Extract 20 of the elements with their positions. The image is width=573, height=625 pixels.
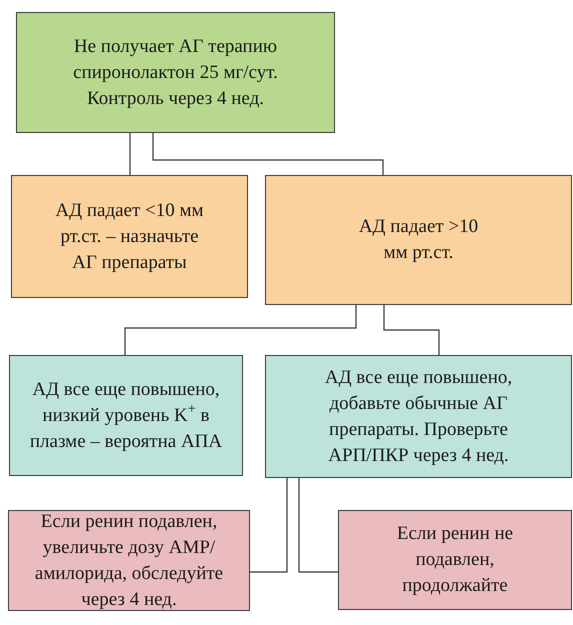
box-text: АД падает >10 мм рт.ст. (358, 215, 480, 265)
box-text: Если ренин не подавлен, продолжайте (396, 522, 514, 598)
connector-line (250, 478, 288, 573)
process-box (11, 175, 248, 298)
connector-line (383, 305, 440, 355)
box-text: Не получает АГ терапию спиронолактон 25 мг/сут. Контроль через 4 нед. (72, 34, 279, 110)
process-box (8, 510, 250, 611)
box-text: АД все еще повышено, низкий уровень K$^{+}$ в плазме – вероятна АПА (28, 378, 224, 454)
process-box (16, 12, 335, 133)
connector-line (129, 133, 131, 175)
process-box (338, 510, 572, 610)
connector-line (152, 133, 384, 175)
process-box (265, 355, 572, 478)
process-box (9, 355, 243, 476)
connector-line (298, 478, 338, 573)
box-text: АД падает <10 мм рт.ст. – назначьте АГ препараты (54, 198, 204, 274)
box-text: Если ренин подавлен, увеличьте дозу АМР/амилорида, обследуйте через 4 нед. (34, 510, 224, 612)
box-text: АД все еще повышено, добавьте обычные АГ препараты. Проверьте АРП/ПКР через 4 нед. (324, 366, 514, 468)
process-box (265, 175, 572, 305)
connector-line (124, 305, 357, 355)
